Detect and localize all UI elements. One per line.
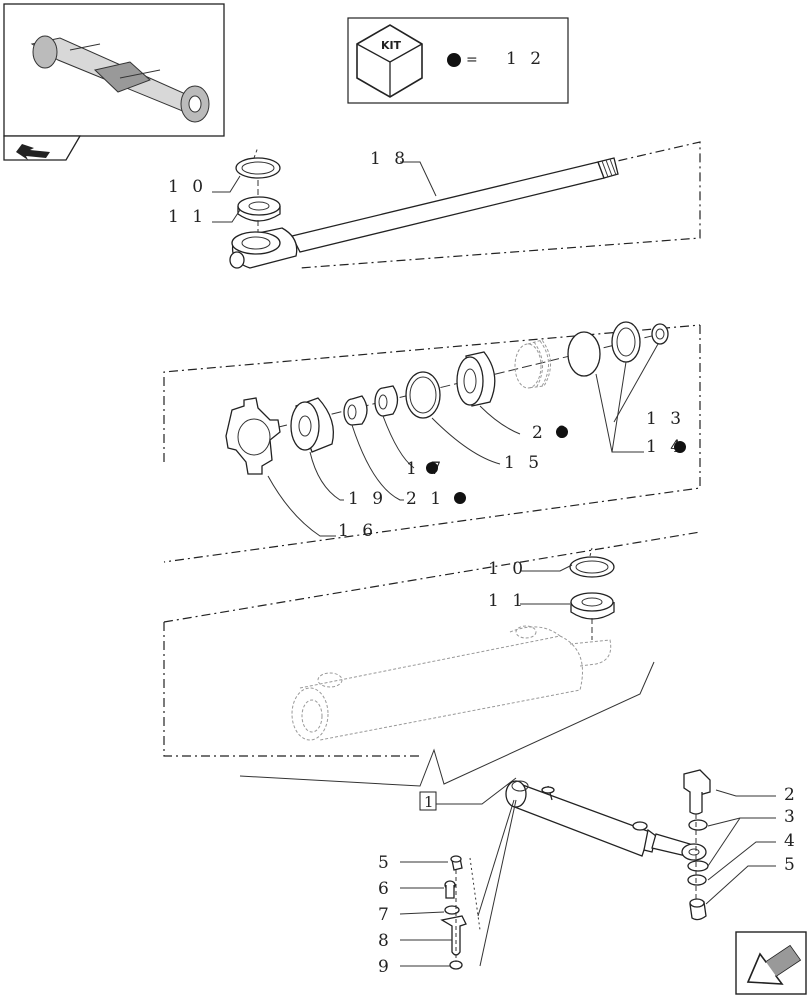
kit-number: 1 2 — [506, 49, 545, 69]
label-11a: 1 1 — [168, 207, 207, 227]
backup-ring-13 — [611, 321, 641, 363]
label-13: 1 3 — [646, 409, 685, 429]
label-10a: 1 0 — [168, 177, 207, 197]
washer-3a — [688, 819, 708, 831]
label-r2: 2 — [784, 785, 799, 805]
guide-19 — [290, 397, 335, 453]
kit-equals: = — [466, 52, 478, 68]
cylinder-ghost — [291, 625, 612, 741]
nav-forward-button[interactable] — [735, 931, 807, 995]
label-b5: 5 — [378, 853, 393, 873]
grease-fitting-5r — [689, 898, 707, 921]
bushing-11b — [570, 592, 615, 620]
label-b7: 7 — [378, 905, 393, 925]
bushing-11a — [237, 196, 281, 222]
bolt-6 — [444, 880, 456, 899]
seal-kit-section: 1 3 1 4 2 0 1 5 1 7 1 9 2 1 1 6 — [163, 321, 701, 563]
reference-box-1 — [419, 791, 437, 811]
kit-badge-text: KIT — [381, 39, 402, 52]
washer-7 — [444, 905, 460, 915]
piston-rod-section: 1 8 1 0 1 1 — [168, 141, 701, 269]
label-21: 2 1 — [406, 489, 445, 509]
nut-4 — [687, 874, 707, 886]
bolt-2 — [683, 769, 711, 815]
ring-21 — [343, 395, 368, 426]
o-ring-14 — [567, 331, 601, 377]
cylinder-assembled — [505, 780, 707, 861]
kit-legend: KIT = 1 2 — [347, 17, 569, 104]
label-r5: 5 — [784, 855, 799, 875]
snap-ring-10a — [235, 146, 281, 179]
label-b6: 6 — [378, 879, 393, 899]
washer-3b — [687, 860, 709, 872]
label-b9: 9 — [378, 957, 393, 977]
piston-ghost — [514, 339, 551, 389]
label-18: 1 8 — [370, 149, 409, 169]
cylinder-assembly-section: 1 2 3 — [378, 769, 799, 977]
piston-20 — [456, 351, 496, 407]
kit-bullet-17 — [426, 462, 438, 474]
label-14: 1 4 — [646, 437, 685, 457]
snap-ring-15 — [405, 371, 441, 419]
kit-bullet-21 — [454, 492, 466, 504]
label-ref-1: 1 — [424, 793, 434, 811]
cylinder-body-section: 1 0 1 1 — [163, 531, 701, 787]
label-17: 1 7 — [406, 459, 445, 479]
lock-washer-16 — [225, 397, 281, 475]
label-19: 1 9 — [348, 489, 387, 509]
kit-bullet-20 — [556, 426, 568, 438]
axle-thumbnail[interactable] — [3, 3, 225, 137]
nav-back-tab[interactable] — [3, 135, 82, 161]
label-16: 1 6 — [338, 521, 377, 541]
washer-9 — [449, 960, 463, 970]
snap-ring-10b — [569, 547, 615, 578]
arrow-down-left-icon — [746, 944, 802, 985]
label-15: 1 5 — [504, 453, 543, 473]
arrow-icon — [16, 144, 50, 160]
small-seal — [651, 323, 669, 345]
label-r4: 4 — [784, 831, 799, 851]
label-r3: 3 — [784, 807, 799, 827]
seal-17 — [374, 385, 399, 417]
label-b8: 8 — [378, 931, 393, 951]
grease-fitting-5l — [450, 855, 463, 871]
kit-bullet-icon — [447, 53, 461, 67]
pin-8 — [440, 915, 467, 956]
label-10b: 1 0 — [488, 559, 527, 579]
label-11b: 1 1 — [488, 591, 527, 611]
kit-bullet-14 — [674, 441, 686, 453]
kit-box-icon — [356, 24, 423, 98]
